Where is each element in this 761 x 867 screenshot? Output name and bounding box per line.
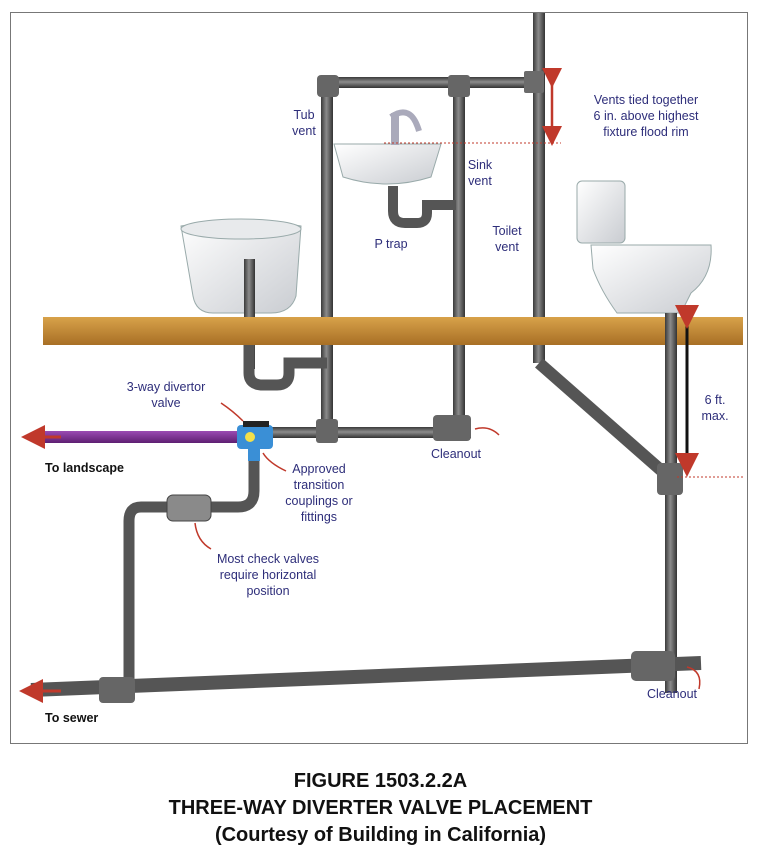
- stack-wye: [535, 358, 675, 484]
- sink-spout: [389, 109, 422, 132]
- check-valves-label: Most check valves require horizontal pos…: [203, 551, 333, 599]
- divertor-pointer: [220, 402, 244, 422]
- approved-couplings-line-3: couplings or: [285, 494, 353, 508]
- approved-couplings-line-1: Approved: [292, 462, 346, 476]
- check-valve: [166, 494, 212, 522]
- vents-tied-label: Vents tied together 6 in. above highest …: [571, 92, 721, 140]
- tub-vent-line-2: vent: [292, 124, 316, 138]
- divertor-valve-label: 3-way divertor valve: [111, 379, 221, 411]
- tub-trap: [243, 345, 327, 391]
- divertor-valve-knob: [245, 432, 255, 442]
- six-ft-line-1: 6 ft.: [704, 393, 726, 407]
- toilet-vent-line-1: Toilet: [492, 224, 522, 238]
- floor-beam: [43, 317, 743, 345]
- cleanout-lower-label: Cleanout: [646, 687, 698, 701]
- check-valves-line-1: Most check valves: [216, 552, 320, 566]
- valve-outlet: [248, 447, 260, 461]
- p-trap-label: P trap: [374, 237, 408, 251]
- figure-number: FIGURE 1503.2.2A: [293, 770, 468, 792]
- sink-faucet: [391, 113, 399, 145]
- building-drain: [30, 656, 702, 697]
- approved-couplings-label: Approved transition couplings or fitting…: [269, 461, 369, 525]
- vents-tied-line-2: 6 in. above highest: [593, 109, 699, 123]
- vents-tied-line-1: Vents tied together: [593, 93, 699, 107]
- wye-fitting: [657, 463, 683, 495]
- diagram-frame: Vents tied together 6 in. above highest …: [10, 12, 748, 744]
- approved-couplings-line-2: transition: [293, 478, 345, 492]
- cleanout-lower-pointer: [686, 666, 701, 690]
- tub-vent-elbow: [317, 75, 339, 97]
- p-trap-pipe: [388, 186, 456, 228]
- figure-caption: FIGURE 1503.2.2A THREE-WAY DIVERTER VALV…: [0, 768, 761, 849]
- cleanout-upper-label: Cleanout: [430, 447, 482, 461]
- tub-vent-line-1: Tub: [293, 108, 315, 122]
- cleanout-upper-pointer: [474, 427, 500, 436]
- tub-rim: [180, 218, 302, 240]
- sink-basin: [333, 143, 442, 185]
- branch-drain: [271, 427, 471, 438]
- approved-couplings-line-4: fittings: [300, 510, 338, 524]
- sewer-fitting: [99, 677, 135, 703]
- divertor-valve-line-2: valve: [151, 396, 181, 410]
- vents-tied-line-3: fixture flood rim: [603, 125, 689, 139]
- sink-vent-pipe: [453, 81, 465, 426]
- vent-tee: [524, 71, 544, 93]
- divertor-valve-line-1: 3-way divertor: [126, 380, 206, 394]
- sink-vent-tee: [448, 75, 470, 97]
- vent-tie-pipe: [326, 77, 539, 88]
- to-landscape-label: To landscape: [45, 461, 124, 475]
- divertor-valve-handle: [243, 421, 269, 427]
- toilet-bowl: [590, 244, 712, 314]
- six-ft-label: 6 ft. max.: [695, 392, 735, 424]
- cleanout-lower-fitting: [631, 651, 675, 681]
- to-sewer-label: To sewer: [45, 711, 99, 725]
- landscape-pipe: [41, 431, 241, 443]
- toilet-tank: [576, 180, 626, 244]
- cleanout-upper-fitting: [433, 415, 471, 441]
- figure-title: THREE-WAY DIVERTER VALVE PLACEMENT: [168, 797, 593, 819]
- toilet-drain-pipe: [665, 313, 677, 693]
- checkvalve-pointer: [194, 522, 212, 550]
- sink-vent-line-2: vent: [468, 174, 492, 188]
- main-vent-stack: [533, 13, 545, 363]
- check-valves-line-2: require horizontal: [219, 568, 317, 582]
- sink-vent-label: Sink vent: [455, 157, 505, 189]
- couplings-pointer: [262, 452, 287, 472]
- six-ft-line-2: max.: [701, 409, 729, 423]
- tub-branch-fitting: [316, 419, 338, 443]
- plumbing-diagram: [19, 13, 743, 703]
- tub-vent-label: Tub vent: [279, 107, 329, 139]
- check-valves-line-3: position: [246, 584, 290, 598]
- figure-credit: (Courtesy of Building in California): [214, 824, 547, 846]
- tub-drain-pipe: [244, 259, 255, 369]
- toilet-vent-line-2: vent: [495, 240, 519, 254]
- sink-vent-line-1: Sink: [467, 158, 493, 172]
- toilet-vent-label: Toilet vent: [481, 223, 533, 255]
